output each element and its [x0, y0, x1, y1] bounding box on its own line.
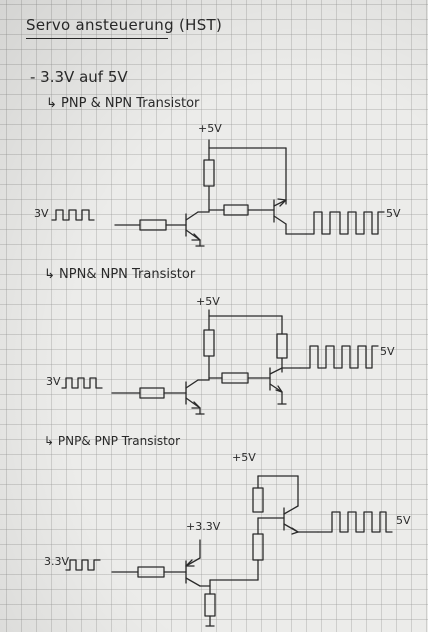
input-square-wave: [65, 559, 101, 571]
base-resistor: [139, 387, 165, 399]
section-1-output-label: 5V: [386, 207, 401, 220]
pullup-resistor-1: [203, 329, 215, 357]
section-3-heading: ↳ PNP& PNP Transistor: [44, 435, 180, 447]
arrow-icon: ↳: [46, 96, 57, 111]
pullup-resistor: [252, 487, 264, 513]
title-underline: [26, 38, 168, 39]
base-resistor: [139, 219, 167, 231]
output-square-wave: [299, 345, 379, 369]
input-square-wave: [51, 209, 95, 221]
section-1-heading: ↳ PNP & NPN Transistor: [46, 97, 199, 110]
circuit-2: [61, 309, 379, 415]
section-2-output-label: 5V: [380, 345, 395, 358]
lower-resistor: [204, 593, 216, 617]
section-3-input-label: 3.3V: [44, 555, 70, 568]
section-2-input-label: 3V: [46, 375, 61, 388]
section-3-supply-top-label: +5V: [232, 451, 256, 464]
section-3-output-label: 5V: [396, 514, 411, 527]
input-square-wave: [61, 377, 103, 389]
section-1-heading-text: PNP & NPN Transistor: [61, 96, 200, 111]
section-2-supply-label: +5V: [196, 295, 220, 308]
pullup-resistor-2: [276, 333, 288, 359]
arrow-icon: ↳: [44, 267, 55, 282]
section-2-heading-text: NPN& NPN Transistor: [59, 267, 196, 282]
circuit-1: [51, 139, 385, 247]
output-square-wave: [317, 511, 393, 533]
section-2-heading: ↳ NPN& NPN Transistor: [44, 268, 195, 281]
section-1-supply-label: +5V: [198, 122, 222, 135]
circuit-3: [65, 475, 393, 627]
pullup-resistor: [203, 159, 215, 187]
base-resistor: [137, 566, 165, 578]
arrow-icon: ↳: [44, 434, 55, 448]
output-square-wave: [305, 211, 385, 235]
mid-resistor: [252, 533, 264, 561]
mid-resistor: [223, 204, 249, 216]
section-1-input-label: 3V: [34, 207, 49, 220]
page-title: Servo ansteuerung (HST): [26, 16, 223, 34]
bullet-point: - 3.3V auf 5V: [30, 68, 128, 86]
mid-resistor: [221, 372, 249, 384]
section-3-heading-text: PNP& PNP Transistor: [57, 434, 181, 448]
section-3-supply-mid-label: +3.3V: [186, 520, 221, 533]
